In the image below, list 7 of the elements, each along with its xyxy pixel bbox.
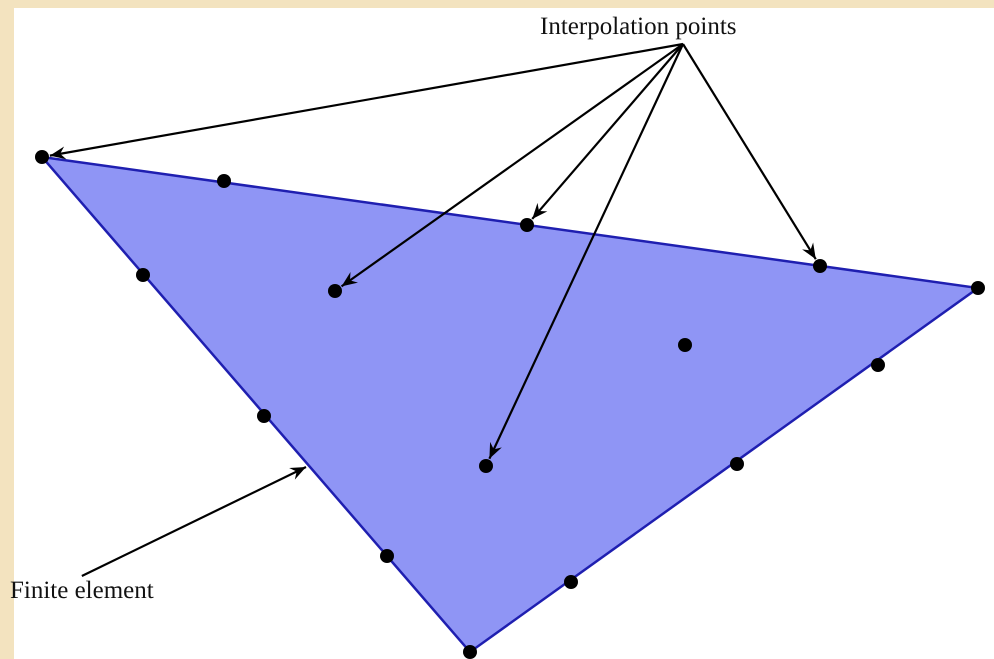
callout-label: Interpolation points <box>540 12 736 42</box>
leader-arrow <box>50 42 684 160</box>
leader-arrow <box>81 466 306 577</box>
leader-arrow <box>682 43 817 260</box>
leader-arrow <box>340 43 684 288</box>
leader-arrow <box>488 44 684 460</box>
callout-label: Finite element <box>10 576 154 606</box>
